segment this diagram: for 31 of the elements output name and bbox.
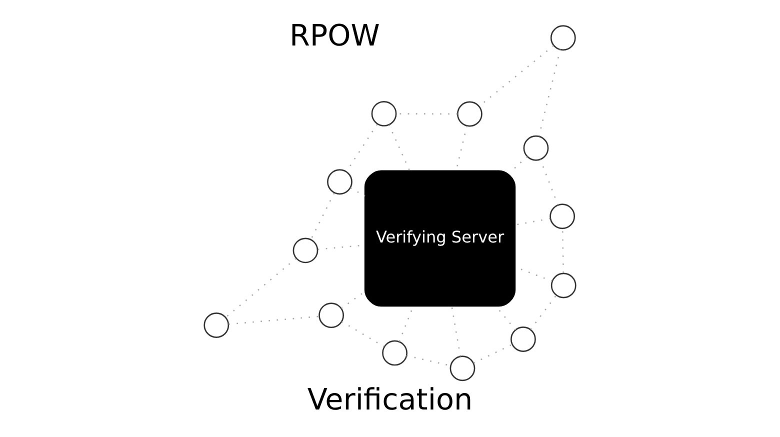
node-circle <box>523 135 549 161</box>
node-circle <box>204 312 230 338</box>
connector <box>530 294 557 330</box>
connector <box>310 192 335 240</box>
node-circle <box>550 204 576 230</box>
connector <box>350 187 366 197</box>
connector <box>451 306 462 357</box>
node-circle <box>456 101 482 127</box>
connector <box>341 321 384 348</box>
connector <box>511 156 528 172</box>
connector <box>226 258 296 318</box>
node-circle <box>318 302 344 328</box>
node-circle <box>450 356 476 382</box>
node-circle <box>327 169 352 195</box>
connector <box>388 124 410 171</box>
connector <box>538 49 561 136</box>
caption: Verification <box>307 382 473 416</box>
connector <box>228 316 320 325</box>
node-circle <box>550 25 576 51</box>
connector <box>473 344 512 364</box>
node-circle <box>292 238 318 264</box>
connector <box>540 159 559 206</box>
node-circle <box>371 101 397 126</box>
node-circle <box>382 340 408 366</box>
node-box: Verifying Server <box>364 170 516 307</box>
node-circle <box>510 326 536 352</box>
connector <box>562 228 564 273</box>
node-circle <box>550 272 576 298</box>
connector <box>340 291 366 309</box>
connector <box>515 218 550 226</box>
diagram-title: RPOW <box>289 18 380 52</box>
